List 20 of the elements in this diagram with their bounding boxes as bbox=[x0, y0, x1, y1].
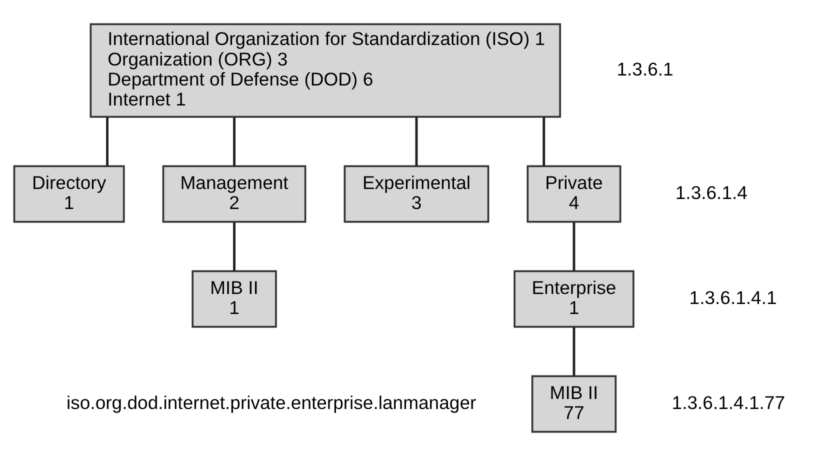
node-label: 1.3.6.1 bbox=[616, 58, 674, 80]
node-label: 1.3.6.1.4.1 bbox=[689, 286, 777, 308]
node-box: Enterprise 1 bbox=[514, 270, 634, 328]
connector bbox=[233, 222, 236, 271]
node-box: International Organization for Standardization (ISO) 1 Organization (ORG) 3 Department of Defense (DOD) 6 Internet 1 bbox=[90, 23, 562, 118]
node-box: Private 4 bbox=[526, 165, 622, 223]
connector bbox=[572, 222, 576, 271]
node-box: MIB II 1 bbox=[192, 270, 277, 328]
connector bbox=[542, 117, 546, 166]
connector bbox=[572, 327, 576, 376]
node-box: Directory 1 bbox=[13, 165, 125, 223]
connector bbox=[233, 117, 236, 166]
node-label: iso.org.dod.internet.private.enterprise.lanmanager bbox=[66, 392, 476, 413]
node-box: Experimental 3 bbox=[344, 165, 490, 223]
connector bbox=[415, 117, 418, 166]
node-box: Management 2 bbox=[162, 165, 306, 223]
node-label: 1.3.6.1.4 bbox=[675, 182, 748, 203]
node-box: MIB II 77 bbox=[531, 375, 617, 433]
connector bbox=[106, 117, 109, 166]
node-label: 1.3.6.1.4.1.77 bbox=[672, 392, 786, 413]
